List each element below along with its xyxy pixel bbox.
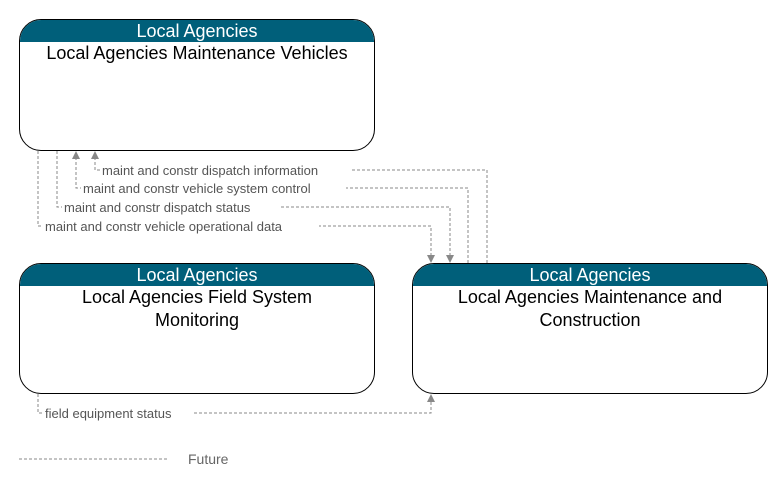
flow-line-field-equipment-status [37, 394, 432, 414]
flow-label-dispatch-information: maint and constr dispatch information [102, 163, 318, 178]
node-title: Local Agencies Field System Monitoring [81, 287, 313, 330]
arrowhead-up-icon [427, 394, 435, 402]
flow-label-vehicle-system-control: maint and constr vehicle system control [83, 181, 311, 196]
flow-label-field-equipment-status: field equipment status [45, 406, 172, 421]
node-title: Local Agencies Maintenance Vehicles [46, 43, 348, 63]
legend-future-label: Future [188, 451, 229, 467]
arrowhead-up-icon [72, 151, 80, 159]
node-group-label: Local Agencies [20, 264, 374, 286]
flow-label-vehicle-operational-data: maint and constr vehicle operational dat… [45, 219, 283, 234]
flow-label-dispatch-status: maint and constr dispatch status [64, 200, 251, 215]
flow-line-dispatch-information [94, 154, 488, 263]
node-field-system-monitoring[interactable]: Local Agencies Local Agencies Field Syst… [19, 263, 375, 394]
node-maintenance-and-construction[interactable]: Local Agencies Local Agencies Maintenanc… [412, 263, 768, 394]
node-group-label: Local Agencies [413, 264, 767, 286]
node-group-label: Local Agencies [20, 20, 374, 42]
arrowhead-down-icon [427, 255, 435, 263]
arrowhead-down-icon [446, 255, 454, 263]
node-maintenance-vehicles[interactable]: Local Agencies Local Agencies Maintenanc… [19, 19, 375, 151]
node-title: Local Agencies Maintenance and Construct… [457, 287, 723, 330]
arrowhead-up-icon [91, 151, 99, 159]
